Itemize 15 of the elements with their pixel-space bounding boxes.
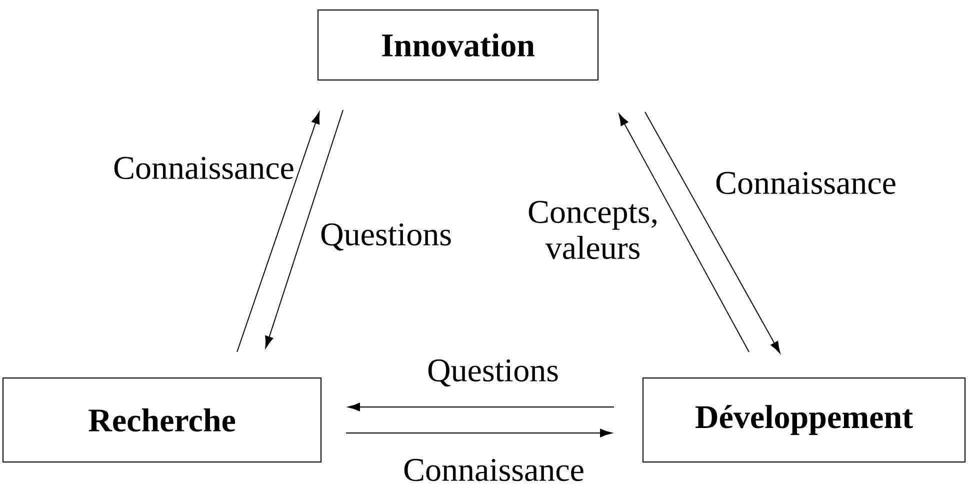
edge-label: Questions xyxy=(321,223,451,251)
arrow xyxy=(644,112,780,354)
concept-box: Innovation xyxy=(318,10,598,80)
edge-label: Connaissance xyxy=(404,458,584,482)
concept-box: Recherche xyxy=(2,378,322,462)
arrow xyxy=(348,402,614,412)
edge-label: Concepts, valeurs xyxy=(528,200,656,260)
arrow xyxy=(618,114,750,352)
arrow xyxy=(236,112,320,352)
edge-label: Connaissance xyxy=(716,172,896,194)
concept-box: Développement xyxy=(642,378,966,462)
edge-label: Questions xyxy=(428,359,558,387)
arrow xyxy=(265,110,344,348)
edge-label: Connaissance xyxy=(114,156,294,180)
arrow xyxy=(346,428,612,438)
